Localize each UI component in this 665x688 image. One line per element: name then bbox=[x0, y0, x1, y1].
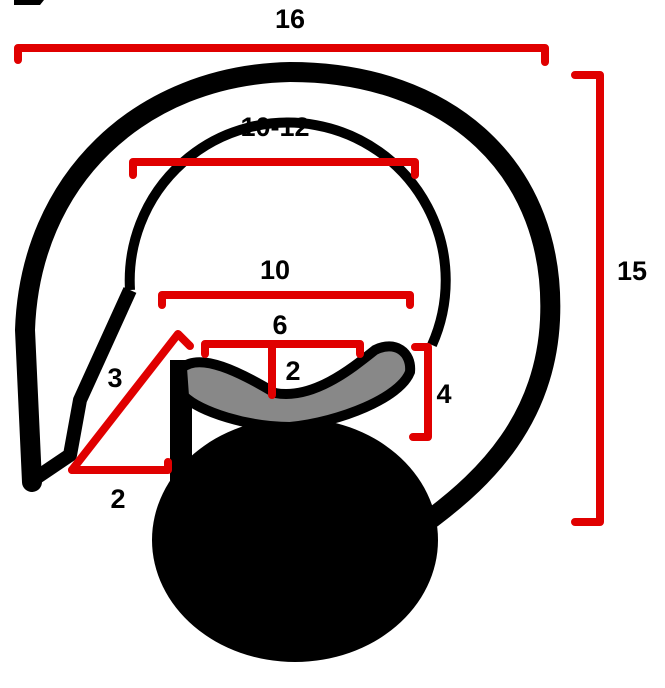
inner-arc bbox=[124, 117, 451, 348]
label-10-12: 10-12 bbox=[240, 112, 309, 142]
outer-arc bbox=[14, 61, 561, 528]
dim-line-4 bbox=[409, 343, 432, 441]
label-3: 3 bbox=[107, 363, 122, 393]
label-6: 6 bbox=[272, 310, 287, 340]
dim-line-10 bbox=[158, 291, 414, 309]
grey-insert bbox=[176, 341, 416, 433]
dim-line-15 bbox=[571, 71, 604, 526]
label-2-depth: 2 bbox=[285, 356, 300, 386]
cropped-letter-fragment bbox=[14, 0, 44, 5]
dim-line-10-12 bbox=[129, 158, 419, 179]
lip bbox=[26, 287, 137, 488]
dim-line-16 bbox=[14, 44, 549, 66]
label-10: 10 bbox=[260, 255, 290, 285]
bulb-base bbox=[152, 418, 438, 662]
dim-line-6 bbox=[201, 340, 364, 358]
label-15: 15 bbox=[617, 256, 647, 286]
label-4: 4 bbox=[436, 379, 451, 409]
dim-line-2-base bbox=[68, 458, 172, 474]
label-16: 16 bbox=[275, 4, 305, 34]
label-2-base: 2 bbox=[110, 484, 125, 514]
dim-line-3 bbox=[68, 330, 194, 474]
